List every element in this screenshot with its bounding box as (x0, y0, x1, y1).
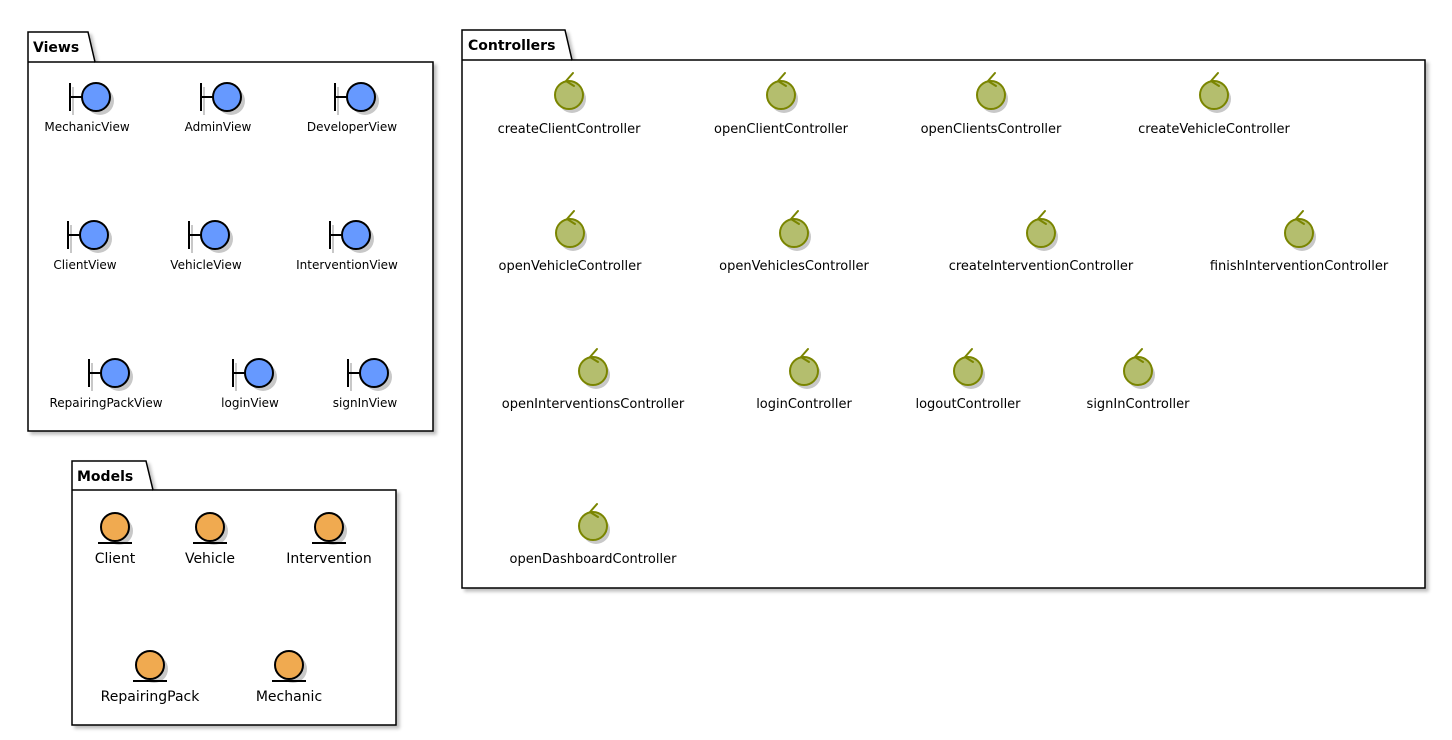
view-label: InterventionView (296, 258, 398, 272)
view-element[interactable]: loginView (221, 358, 279, 410)
controllers-package-frame (461, 29, 1426, 589)
model-label: Mechanic (256, 689, 322, 705)
views-package: Views MechanicView AdminView DeveloperView… (27, 31, 434, 432)
view-label: MechanicView (44, 120, 129, 134)
controller-label: createVehicleController (1138, 122, 1290, 137)
view-element[interactable]: AdminView (185, 82, 252, 134)
control-icon (1199, 72, 1231, 113)
control-icon (976, 72, 1008, 113)
model-element[interactable]: Mechanic (256, 650, 322, 705)
controller-label: createClientController (498, 122, 642, 137)
model-label: Vehicle (185, 551, 235, 567)
boundary-icon (200, 82, 245, 115)
control-icon (578, 348, 610, 389)
control-icon (789, 348, 821, 389)
controller-element[interactable]: logoutController (915, 348, 1021, 412)
entity-icon (98, 512, 133, 545)
boundary-icon (329, 220, 374, 253)
entity-icon (133, 650, 168, 683)
view-element[interactable]: MechanicView (44, 82, 130, 134)
control-icon (1026, 210, 1058, 251)
controller-element[interactable]: createClientController (498, 72, 642, 137)
control-icon (555, 210, 587, 251)
model-element[interactable]: Client (95, 512, 136, 567)
boundary-icon (188, 220, 233, 253)
controller-element[interactable]: signInController (1087, 348, 1191, 412)
entity-icon (272, 650, 307, 683)
view-label: RepairingPackView (49, 396, 162, 410)
controller-label: createInterventionController (949, 259, 1134, 274)
controller-label: openDashboardController (510, 552, 678, 567)
view-element[interactable]: VehicleView (170, 220, 242, 272)
view-element[interactable]: DeveloperView (307, 82, 397, 134)
controller-element[interactable]: openClientController (714, 72, 849, 137)
controller-element[interactable]: openVehiclesController (719, 210, 869, 274)
controller-label: loginController (756, 397, 852, 412)
view-label: VehicleView (170, 258, 242, 272)
control-icon (578, 503, 610, 544)
controller-label: openVehicleController (499, 259, 643, 274)
models-package: Models Client Vehicle InterventionRepairin… (71, 460, 397, 726)
boundary-icon (334, 82, 379, 115)
control-icon (1284, 210, 1316, 251)
model-label: RepairingPack (101, 689, 201, 705)
view-label: signInView (333, 396, 398, 410)
control-icon (1123, 348, 1155, 389)
models-package-title: Models (77, 469, 133, 485)
controller-element[interactable]: createInterventionController (949, 210, 1134, 274)
model-label: Client (95, 551, 136, 567)
view-label: ClientView (53, 258, 116, 272)
models-package-frame (71, 460, 397, 726)
view-label: DeveloperView (307, 120, 397, 134)
control-icon (779, 210, 811, 251)
controller-element[interactable]: openVehicleController (499, 210, 643, 274)
controller-element[interactable]: openDashboardController (510, 503, 678, 567)
model-element[interactable]: RepairingPack (101, 650, 201, 705)
view-element[interactable]: InterventionView (296, 220, 398, 272)
control-icon (554, 72, 586, 113)
boundary-icon (69, 82, 114, 115)
boundary-icon (232, 358, 277, 391)
control-icon (953, 348, 985, 389)
view-label: AdminView (185, 120, 252, 134)
model-element[interactable]: Intervention (286, 512, 372, 567)
controller-label: openClientsController (921, 122, 1062, 137)
entity-icon (312, 512, 347, 545)
controller-element[interactable]: loginController (756, 348, 852, 412)
view-element[interactable]: RepairingPackView (49, 358, 163, 410)
boundary-icon (67, 220, 112, 253)
boundary-icon (347, 358, 392, 391)
controller-label: finishInterventionController (1210, 259, 1389, 274)
controller-element[interactable]: createVehicleController (1138, 72, 1291, 137)
controller-label: signInController (1087, 397, 1191, 412)
controller-label: openInterventionsController (502, 397, 685, 412)
model-element[interactable]: Vehicle (185, 512, 235, 567)
controllers-package-title: Controllers (468, 38, 555, 54)
views-package-title: Views (33, 40, 79, 56)
view-label: loginView (221, 396, 279, 410)
controller-element[interactable]: openClientsController (921, 72, 1062, 137)
control-icon (766, 72, 798, 113)
model-label: Intervention (286, 551, 371, 567)
controllers-package: Controllers createClientController openCl… (461, 29, 1426, 589)
entity-icon (193, 512, 228, 545)
controller-label: openClientController (714, 122, 849, 137)
controller-element[interactable]: finishInterventionController (1210, 210, 1389, 274)
controller-label: openVehiclesController (719, 259, 869, 274)
controller-label: logoutController (915, 397, 1021, 412)
boundary-icon (88, 358, 133, 391)
view-element[interactable]: signInView (333, 358, 398, 410)
controller-element[interactable]: openInterventionsController (502, 348, 685, 412)
view-element[interactable]: ClientView (53, 220, 117, 272)
